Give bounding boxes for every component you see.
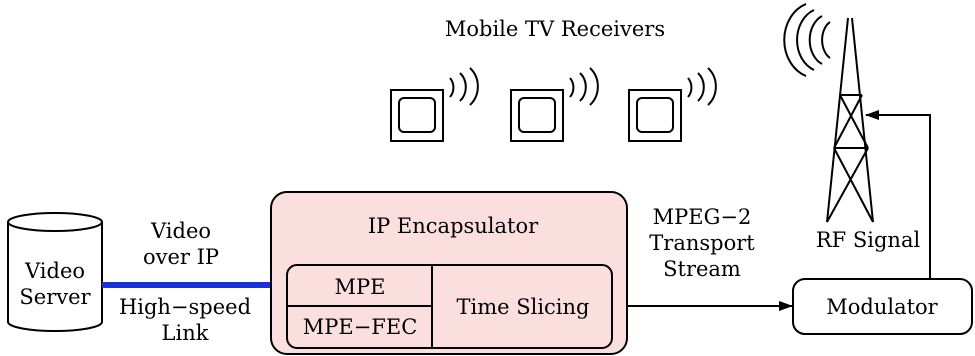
rf-signal-arrow bbox=[865, 110, 931, 279]
receivers-title: Mobile TV Receivers bbox=[445, 17, 665, 41]
mpe-label: MPE bbox=[335, 275, 386, 299]
modulator-box bbox=[792, 278, 973, 335]
modulator-label: Modulator bbox=[826, 295, 938, 319]
tv-receiver-3-icon bbox=[628, 67, 717, 142]
video-server-label-line1: Video bbox=[24, 259, 85, 283]
ip-encapsulator-title: IP Encapsulator bbox=[368, 214, 539, 238]
video-server-label-line2: Server bbox=[19, 285, 91, 309]
time-slicing-label: Time Slicing bbox=[456, 295, 589, 319]
transmission-tower-icon bbox=[826, 17, 874, 223]
link-bottom-line1: High−speed bbox=[119, 295, 251, 319]
stream-label-line3: Stream bbox=[663, 257, 741, 281]
tv-receiver-2-icon bbox=[510, 67, 599, 142]
rf-signal-label: RF Signal bbox=[816, 228, 921, 252]
stream-label-line1: MPEG−2 bbox=[653, 205, 752, 229]
link-top-line2: over IP bbox=[143, 245, 219, 269]
broadcast-waves-icon bbox=[783, 3, 831, 77]
stream-label-line2: Transport bbox=[649, 231, 755, 255]
link-bottom-line2: Link bbox=[162, 321, 209, 345]
video-server-icon bbox=[7, 212, 103, 332]
link-top-line1: Video bbox=[150, 219, 211, 243]
tv-receiver-1-icon bbox=[390, 67, 479, 142]
mpe-fec-label: MPE−FEC bbox=[303, 315, 418, 339]
